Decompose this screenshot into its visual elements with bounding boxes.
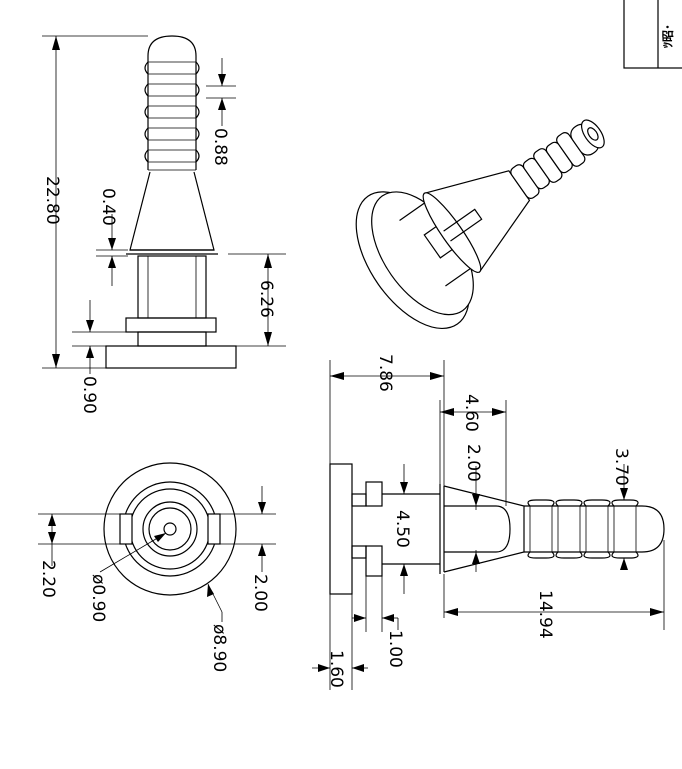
title-block-label: ﾂ昭･ (661, 24, 675, 48)
dim-2-00-front: 2.00 (250, 574, 270, 612)
dim-dia-8-90: ø8.90 (209, 624, 229, 672)
dims-side-horizontal: 7.86 4.60 2.00 4.50 3.70 14.94 (312, 354, 665, 690)
isometric-view (355, 119, 605, 330)
dim-4-60: 4.60 (461, 394, 481, 432)
side-view-horizontal (329, 463, 665, 595)
dim-1-60: 1.60 (326, 650, 346, 688)
dim-22-80: 22.80 (42, 176, 62, 225)
dims-side-view: 22.80 0.88 0.40 6.26 0.90 (42, 35, 286, 414)
dim-0-40: 0.40 (98, 188, 118, 226)
front-view-circular (103, 462, 237, 596)
dim-3-70: 3.70 (611, 448, 631, 486)
dim-2-00-side: 2.00 (463, 444, 483, 482)
dim-6-26: 6.26 (256, 280, 276, 318)
dim-7-86: 7.86 (375, 354, 395, 392)
dim-0-90: 0.90 (79, 376, 99, 414)
title-block: ﾂ昭･ (623, 0, 682, 69)
dim-4-50: 4.50 (392, 510, 412, 548)
dim-14-94: 14.94 (535, 590, 555, 639)
dim-dia-0-90: ø0.90 (88, 574, 108, 622)
dims-front-view: 2.20 ø0.90 2.00 ø8.90 (38, 486, 276, 672)
side-view-vertical (105, 35, 237, 369)
dim-2-20: 2.20 (38, 560, 58, 598)
dim-0-88: 0.88 (210, 128, 230, 166)
dim-1-00: 1.00 (385, 630, 405, 668)
